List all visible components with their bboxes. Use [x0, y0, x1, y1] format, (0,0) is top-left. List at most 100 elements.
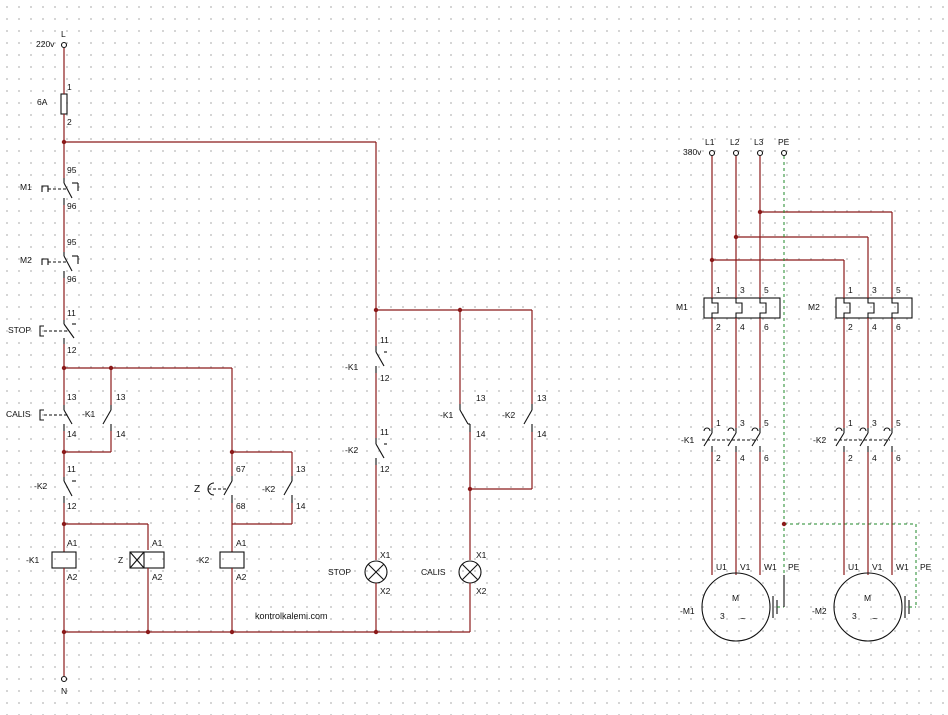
pushbutton-icon — [39, 409, 44, 421]
supply-n-label: N — [61, 686, 67, 696]
k2-interlock-tag: -K2 — [34, 481, 48, 491]
m2-thermal-relay: M2 1 3 5 2 4 6 — [808, 285, 913, 428]
thermal-relay-icon — [41, 185, 49, 192]
k2-contactor-top-5: 5 — [896, 418, 901, 428]
m1-overload-top: 95 — [67, 165, 77, 175]
motor1-u1: U1 — [716, 562, 727, 572]
calis-lamp-x1: X1 — [476, 550, 487, 560]
calis-button-bottom: 14 — [67, 429, 77, 439]
lamp2-k1-bottom: 14 — [476, 429, 486, 439]
k2-interlock-contact: -K2 11 12 — [34, 452, 77, 524]
k2-contactor-tag: -K2 — [813, 435, 827, 445]
k2-contactor-bottom-6: 6 — [896, 453, 901, 463]
k1-seal-top: 13 — [116, 392, 126, 402]
k1-coil: -K1 A1 A2 — [26, 524, 78, 632]
calis-button-tag: CALIS — [6, 409, 31, 419]
fuse-pin-top: 1 — [67, 82, 72, 92]
m2-overload-bottom: 96 — [67, 274, 77, 284]
terminal-pe-icon — [780, 149, 788, 157]
motor2-u1: U1 — [848, 562, 859, 572]
motor-icon — [701, 572, 771, 642]
thermal-relay-icon — [703, 297, 781, 319]
calis-lamp-x2: X2 — [476, 586, 487, 596]
m1-relay-tag: M1 — [676, 302, 688, 312]
motor-1: U1 V1 W1 PE -M1 M 3 ~ — [680, 562, 800, 642]
z-timer-coil: Z A1 A2 — [118, 538, 165, 632]
thermal-relay-icon — [835, 297, 913, 319]
calis-lamp: CALIS X1 X2 — [421, 550, 487, 632]
lamp2-k2-bottom: 14 — [537, 429, 547, 439]
lamp2-k1-top: 13 — [476, 393, 486, 403]
pe-label: PE — [778, 137, 790, 147]
stop-button-bottom: 12 — [67, 345, 77, 355]
m2-overload-tag: M2 — [20, 255, 32, 265]
k2-coil-a1: A1 — [236, 538, 247, 548]
motor2-symbol: M — [864, 593, 871, 603]
lamp-k2-nc-contact: -K2 11 12 — [345, 427, 390, 560]
z-coil-tag: Z — [118, 555, 123, 565]
motor1-tag: -M1 — [680, 606, 695, 616]
m1-overload-bottom: 96 — [67, 201, 77, 211]
k2-contactor-top-1: 1 — [848, 418, 853, 428]
terminal-l3-icon — [756, 149, 764, 157]
k1-contactor-tag: -K1 — [681, 435, 695, 445]
k1-contactor-top-1: 1 — [716, 418, 721, 428]
terminal-l-icon — [60, 41, 68, 49]
stop-lamp-x2: X2 — [380, 586, 391, 596]
stop-pushbutton: STOP 11 12 — [8, 308, 77, 368]
z-coil-a1: A1 — [152, 538, 163, 548]
m2-relay-tag: M2 — [808, 302, 820, 312]
m1-relay-top-3: 3 — [740, 285, 745, 295]
k2-contactor-bottom-4: 4 — [872, 453, 877, 463]
m2-relay-top-3: 3 — [872, 285, 877, 295]
stop-button-tag: STOP — [8, 325, 31, 335]
stop-lamp: STOP X1 X2 — [328, 550, 391, 632]
k1-seal-bottom: 14 — [116, 429, 126, 439]
k2-contactor: -K2 1 3 5 2 4 6 — [813, 418, 901, 575]
k2-coil: -K2 A1 A2 — [196, 524, 247, 632]
k1-coil-tag: -K1 — [26, 555, 40, 565]
m1-overload-tag: M1 — [20, 182, 32, 192]
k1-contactor-bottom-2: 2 — [716, 453, 721, 463]
motor2-ac: ~ — [872, 614, 878, 625]
z-contact-top: 67 — [236, 464, 246, 474]
control-circuit: L 220v 6A 1 2 M1 95 — [6, 29, 547, 696]
supply-n-terminal: N — [60, 675, 68, 696]
k2-interlock-top: 11 — [67, 464, 76, 474]
m2-overload-contact: M2 95 96 — [20, 237, 79, 320]
k2-seal-bottom: 14 — [296, 501, 306, 511]
k2-contactor-top-3: 3 — [872, 418, 877, 428]
k1-contactor-top-3: 3 — [740, 418, 745, 428]
k1-coil-a2: A2 — [67, 572, 78, 582]
k2-coil-a2: A2 — [236, 572, 247, 582]
lamp2-k2-top: 13 — [537, 393, 547, 403]
m2-relay-bottom-6: 6 — [896, 322, 901, 332]
calis-lamp-tag: CALIS — [421, 567, 446, 577]
coil-icon — [51, 551, 77, 569]
motor2-w1: W1 — [896, 562, 909, 572]
k1-seal-tag: -K1 — [82, 409, 96, 419]
l2-label: L2 — [730, 137, 740, 147]
z-contact-tag: Z — [194, 484, 200, 495]
motor2-pe: PE — [920, 562, 932, 572]
z-coil-a2: A2 — [152, 572, 163, 582]
m2-relay-bottom-4: 4 — [872, 322, 877, 332]
fuse: 6A 1 2 — [37, 82, 72, 142]
motor1-ac: ~ — [740, 614, 746, 625]
l1-label: L1 — [705, 137, 715, 147]
lamp-k2-bottom: 12 — [380, 464, 390, 474]
k2-seal-top: 13 — [296, 464, 306, 474]
supply-l-terminal: L 220v — [36, 29, 68, 92]
k2-interlock-bottom: 12 — [67, 501, 77, 511]
motor1-pe: PE — [788, 562, 800, 572]
motor2-phases: 3 — [852, 611, 857, 621]
supply-voltage-label: 220v — [36, 39, 55, 49]
fuse-pin-bottom: 2 — [67, 117, 72, 127]
motor1-v1: V1 — [740, 562, 751, 572]
motor-2: U1 V1 W1 PE -M2 M 3 ~ — [812, 562, 932, 642]
lamp2-k2-tag: -K2 — [502, 410, 516, 420]
motor-icon — [833, 572, 903, 642]
m2-relay-bottom-2: 2 — [848, 322, 853, 332]
terminal-n-icon — [60, 675, 68, 683]
